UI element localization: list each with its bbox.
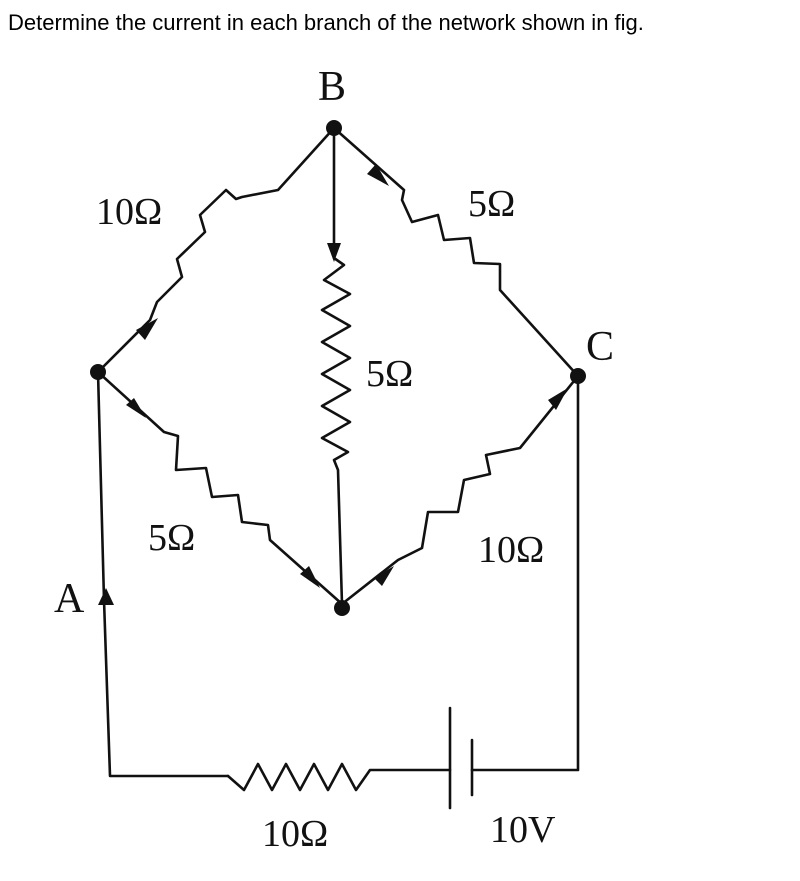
arrow-icon (327, 243, 341, 262)
label-battery: 10V (490, 809, 556, 851)
resistor-ab (96, 126, 336, 374)
question-text: Determine the current in each branch of … (8, 10, 644, 35)
node-d-dot (334, 600, 350, 616)
label-r-bd: 5Ω (366, 353, 413, 395)
label-r-dc: 10Ω (478, 529, 544, 571)
resistor-bd (320, 126, 352, 606)
resistor-bc (332, 126, 580, 378)
outer-loop (96, 370, 580, 810)
node-a-dot (90, 364, 106, 380)
arrow-icon (374, 566, 394, 586)
label-r-ad: 5Ω (148, 517, 195, 559)
arrow-icon (98, 588, 114, 605)
arrow-icon (300, 566, 320, 588)
label-r-ab: 10Ω (96, 191, 162, 233)
arrow-icon (367, 164, 389, 186)
node-label-b: B (318, 64, 346, 110)
label-r-bc: 5Ω (468, 183, 515, 225)
arrow-icon (136, 318, 158, 340)
arrow-icon (126, 398, 146, 418)
resistor-bottom (226, 762, 452, 792)
node-c-dot (570, 368, 586, 384)
battery-symbol (448, 706, 474, 810)
resistor-dc (340, 374, 580, 606)
node-label-a: A (54, 576, 85, 622)
label-r-bottom: 10Ω (262, 813, 328, 855)
node-label-c: C (586, 324, 614, 370)
node-b-dot (326, 120, 342, 136)
resistor-ad (96, 370, 344, 606)
arrow-icon (548, 388, 568, 410)
